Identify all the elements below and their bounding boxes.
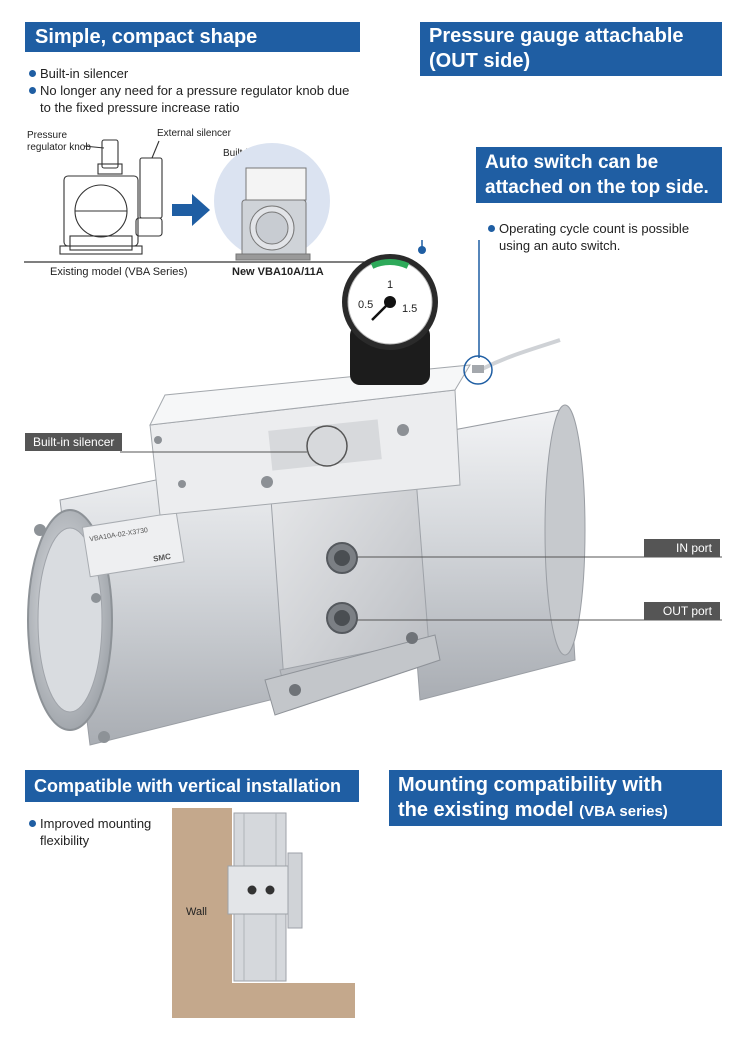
bullet-item: Improved mounting flexibility — [28, 815, 168, 849]
brand-mark: SMC — [153, 552, 172, 564]
existing-model-drawing — [59, 139, 163, 255]
bullet-item: Built-in silencer — [28, 65, 363, 82]
arrow-right-icon — [172, 194, 210, 226]
section-title-mounting: Mounting compatibility with the existing… — [389, 770, 722, 826]
wall-label: Wall — [186, 906, 207, 918]
compact-comparison-diagram — [24, 139, 369, 263]
gauge-dial-05: 0.5 — [358, 299, 373, 311]
product-illustration: VBA10A-02-X3730 SMC 0.5 1 1.5 — [27, 240, 722, 746]
gauge-dial-1: 1 — [387, 279, 393, 291]
label-pressure-knob-1: Pressure — [27, 130, 68, 141]
auto-switch-bullets: Operating cycle count is possible using … — [487, 220, 717, 254]
label-new-model: New VBA10A/11A — [232, 266, 324, 278]
nameplate: VBA10A-02-X3730 SMC — [81, 511, 185, 578]
bullet-item: No longer any need for a pressure regula… — [28, 82, 363, 116]
gauge-dial-15: 1.5 — [402, 303, 417, 315]
compact-bullets: Built-in silencer No longer any need for… — [28, 65, 363, 116]
tag-in-port: IN port — [644, 539, 720, 557]
bullet-item: Operating cycle count is possible using … — [487, 220, 717, 254]
section-title-vertical: Compatible with vertical installation — [25, 770, 359, 802]
vertical-installation-diagram — [172, 808, 355, 1018]
tag-out-port: OUT port — [644, 602, 720, 620]
tag-built-in-silencer: Built-in silencer — [25, 433, 123, 451]
new-model-drawing — [235, 167, 311, 261]
label-external-silencer: External silencer — [157, 128, 231, 139]
section-title-compact: Simple, compact shape — [25, 22, 360, 52]
vertical-bullets: Improved mounting flexibility — [28, 815, 168, 849]
section-title-auto-switch: Auto switch can be attached on the top s… — [476, 147, 722, 203]
label-pressure-knob-2: regulator knob — [27, 142, 91, 153]
section-title-gauge: Pressure gauge attachable (OUT side) — [420, 22, 722, 76]
label-existing-model: Existing model (VBA Series) — [50, 266, 188, 278]
mounting-title-small: (VBA series) — [579, 803, 668, 820]
mounting-title-main: the existing model — [398, 799, 574, 821]
